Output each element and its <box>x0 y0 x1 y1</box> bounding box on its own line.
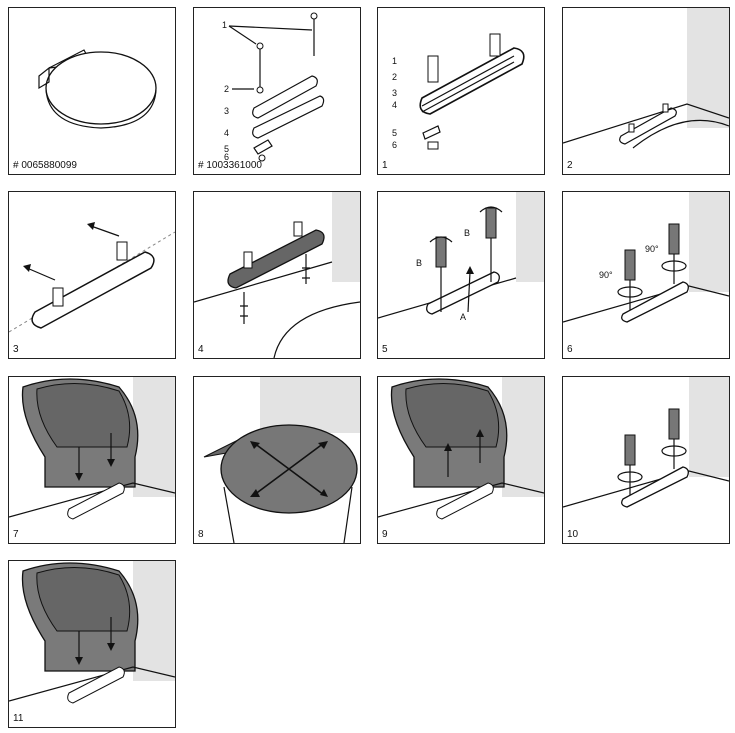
panel-step-8: 8 <box>193 376 361 544</box>
panel-caption: 8 <box>198 529 204 540</box>
panel-caption: 3 <box>13 344 19 355</box>
label-2: 2 <box>392 72 397 82</box>
panel-caption: # 0065880099 <box>13 160 77 171</box>
panel-seat-product: # 0065880099 <box>8 7 176 175</box>
label-90-right: 90° <box>645 244 659 254</box>
panel-caption: 10 <box>567 529 579 540</box>
attach-seat-illustration <box>9 377 175 520</box>
panel-caption: 1 <box>382 160 388 171</box>
screw-tightening-illustration: B B A <box>378 192 544 322</box>
label-a: A <box>460 312 466 322</box>
seat-illustration <box>38 49 157 129</box>
label-4: 4 <box>224 128 229 138</box>
panel-step-7: 7 <box>8 376 176 544</box>
panel-step-5: B B A 5 <box>377 191 545 359</box>
rotate-90-illustration: 90° 90° <box>563 192 729 323</box>
label-5: 5 <box>224 144 229 154</box>
remove-caps-illustration <box>9 222 175 333</box>
label-1: 1 <box>392 56 397 66</box>
panel-caption: 9 <box>382 529 388 540</box>
label-b-right: B <box>464 228 470 238</box>
panel-step-9: 9 <box>377 376 545 544</box>
panel-caption: 6 <box>567 344 573 355</box>
label-2: 2 <box>224 84 229 94</box>
adjust-seat-illustration <box>203 377 360 543</box>
insert-anchors-illustration <box>194 192 360 358</box>
label-3: 3 <box>392 88 397 98</box>
panel-fitting-kit: 1 2 3 4 5 6 # 1003361000 <box>193 7 361 175</box>
panel-step-1: 1 2 3 4 5 6 1 <box>377 7 545 175</box>
loosen-screws-illustration <box>563 377 729 508</box>
panel-step-3: 3 <box>8 191 176 359</box>
label-1: 1 <box>222 20 227 30</box>
label-b-left: B <box>416 258 422 268</box>
label-5: 5 <box>392 128 397 138</box>
toilet-with-fitting-illustration <box>563 8 729 149</box>
panel-step-4: 4 <box>193 191 361 359</box>
fitting-kit-exploded-illustration: 1 2 3 4 5 6 <box>222 12 325 162</box>
panel-caption: 7 <box>13 529 19 540</box>
assembled-fitting-illustration: 1 2 3 4 5 6 <box>392 33 525 150</box>
lift-seat-illustration <box>378 377 544 520</box>
label-4: 4 <box>392 100 397 110</box>
panel-caption: # 1003361000 <box>198 160 262 171</box>
seat-installed-illustration <box>9 561 175 704</box>
panel-step-11: 11 <box>8 560 176 728</box>
panel-step-2: 2 <box>562 7 730 175</box>
label-3: 3 <box>224 106 229 116</box>
panel-step-6: 90° 90° 6 <box>562 191 730 359</box>
label-6: 6 <box>224 152 229 162</box>
panel-caption: 11 <box>13 713 24 724</box>
panel-step-10: 10 <box>562 376 730 544</box>
label-90-left: 90° <box>599 270 613 280</box>
panel-caption: 4 <box>198 344 204 355</box>
panel-caption: 5 <box>382 344 388 355</box>
label-6: 6 <box>392 140 397 150</box>
panel-caption: 2 <box>567 160 573 171</box>
